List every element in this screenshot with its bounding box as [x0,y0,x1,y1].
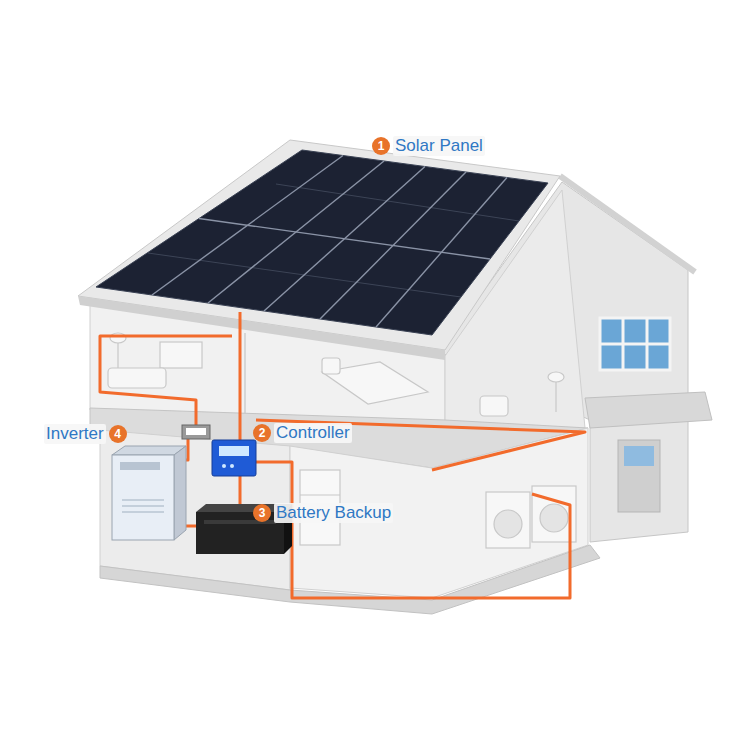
furniture [494,510,522,538]
inverter-device [120,462,160,470]
porch-roof [585,392,712,428]
callout: 3Battery Backup [253,503,393,523]
furniture [300,494,340,495]
porch-roof [585,392,712,428]
inverter-device [122,511,164,513]
part-label: Battery Backup [274,503,393,523]
callout: 4Inverter [44,424,127,444]
door [618,440,660,512]
furniture [540,504,568,532]
furniture [108,333,576,548]
solar-panel-array [152,156,507,328]
callout: 1Solar Panel [372,136,485,156]
battery-device [196,512,284,554]
wiring [256,420,585,470]
roof [78,140,560,350]
lower-room [100,428,600,614]
window [600,318,670,370]
inverter-device [122,505,164,507]
solar-panel-array [96,150,548,335]
wiring [239,312,242,440]
wiring [256,462,570,598]
controller-device [212,440,256,476]
callout-number: 3 [253,504,271,522]
inverter-device [122,500,164,512]
lower-room [100,545,600,614]
furniture [480,396,508,416]
inverter-device [112,455,174,540]
inverter-device [174,446,186,540]
callout-number: 4 [109,425,127,443]
house-wall [560,176,695,272]
part-label: Controller [274,423,352,443]
callout-number: 1 [372,137,390,155]
wiring [239,476,242,504]
inverter-device [112,446,186,540]
door [618,440,660,512]
part-label: Inverter [44,424,106,444]
furniture [160,342,202,368]
meter-box [182,425,210,439]
meter-box [186,428,206,435]
furniture [322,358,340,374]
callout-number: 2 [253,424,271,442]
furniture [108,368,166,388]
wiring [100,336,232,425]
furniture [555,380,556,412]
window [600,318,670,370]
door [624,446,654,466]
controller-device [219,446,249,456]
upper-room [244,333,246,418]
furniture [486,492,530,548]
wiring [100,312,585,598]
controller-device [212,440,256,476]
meter-box [182,425,210,439]
lower-room [100,430,290,590]
callout: 2Controller [253,423,352,443]
inverter-device [122,499,164,501]
controller-device [222,464,226,468]
furniture [548,372,564,382]
part-label: Solar Panel [393,136,485,156]
solar-panel-array [276,184,519,221]
furniture [117,340,118,368]
window [600,343,670,346]
controller-device [230,464,234,468]
roof [78,140,560,360]
solar-panel-array [199,219,490,260]
solar-panel-array [96,150,548,335]
inverter-device [112,446,186,455]
